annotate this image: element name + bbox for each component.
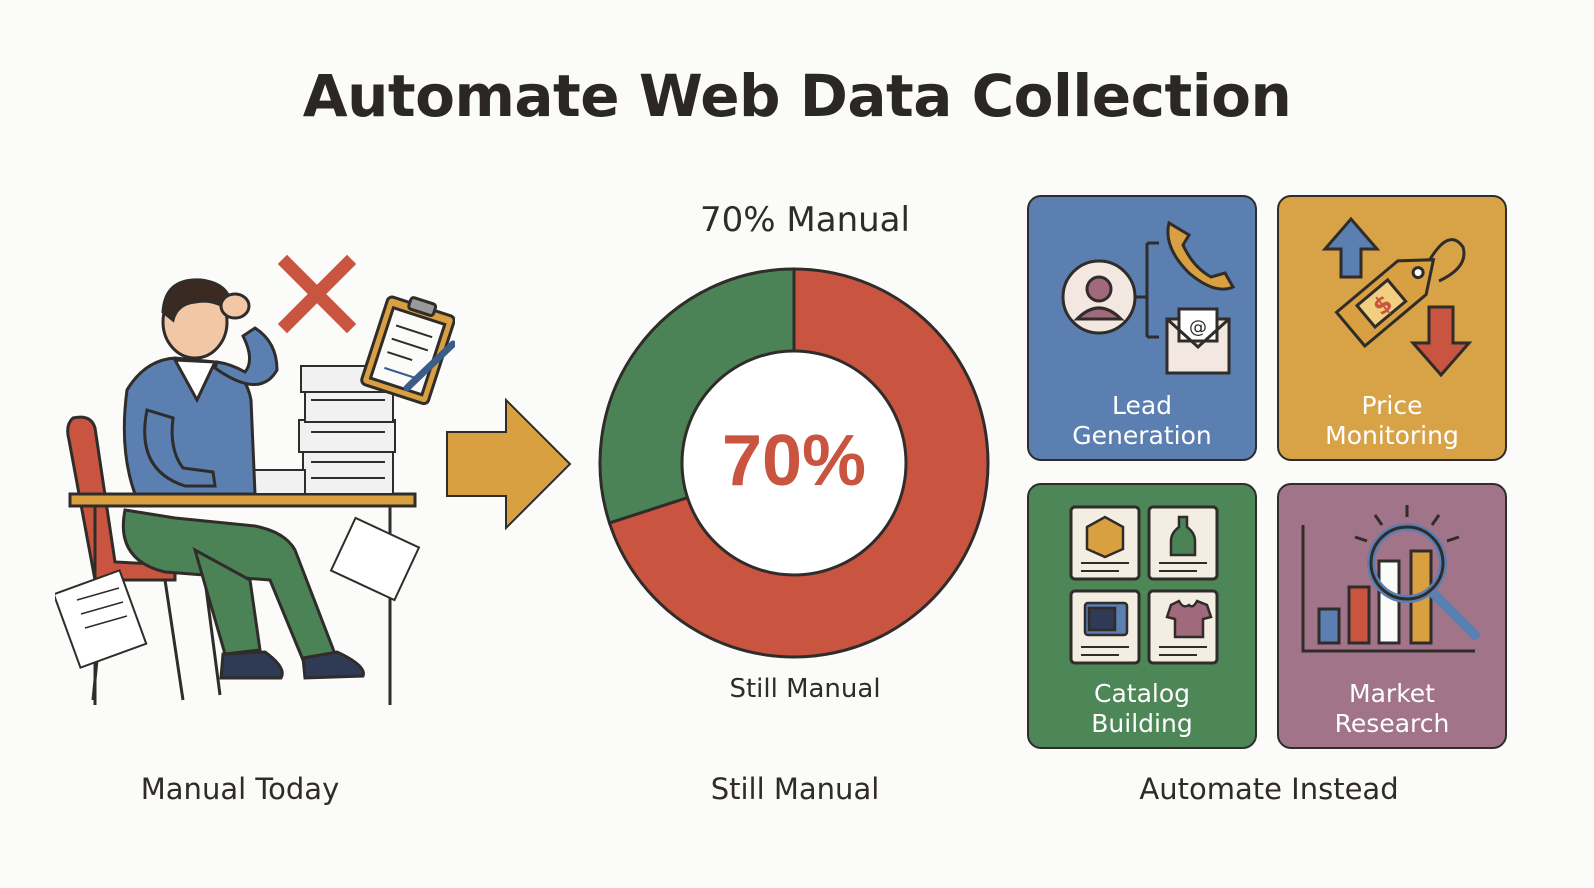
magnifier-icon bbox=[1367, 523, 1480, 640]
email-icon: @ bbox=[1165, 307, 1231, 375]
pen-icon bbox=[403, 340, 455, 392]
arrow-down-icon bbox=[1409, 305, 1473, 378]
donut-heading: 70% Manual bbox=[700, 200, 910, 240]
error-x-icon bbox=[277, 254, 357, 334]
paper-stack-icon bbox=[244, 365, 396, 495]
loose-paper-icon bbox=[55, 516, 421, 669]
donut-caption: Still Manual bbox=[729, 674, 881, 704]
contact-avatar-icon bbox=[1061, 259, 1137, 335]
still-manual-caption: Still Manual bbox=[710, 772, 880, 806]
manual-today-caption: Manual Today bbox=[140, 772, 340, 806]
microwave-icon bbox=[1083, 601, 1129, 637]
box-icon bbox=[1085, 515, 1125, 559]
sparkle-icon bbox=[1354, 505, 1460, 543]
phone-icon bbox=[1166, 220, 1236, 291]
clipboard-icon bbox=[360, 295, 455, 406]
page-title: Automate Web Data Collection bbox=[302, 62, 1292, 130]
donut-center-label: 70% bbox=[722, 421, 866, 501]
bottle-icon bbox=[1169, 515, 1197, 557]
donut-chart: 70% bbox=[598, 267, 990, 659]
svg-text:@: @ bbox=[1189, 317, 1207, 338]
automate-instead-caption: Automate Instead bbox=[1139, 772, 1399, 806]
price-tag-icon: $ bbox=[1334, 258, 1436, 349]
arrow-up-icon bbox=[1321, 216, 1381, 279]
manual-worker-illustration bbox=[55, 254, 455, 705]
person bbox=[121, 278, 365, 680]
tshirt-icon bbox=[1165, 599, 1213, 639]
right-arrow-icon bbox=[446, 398, 572, 530]
